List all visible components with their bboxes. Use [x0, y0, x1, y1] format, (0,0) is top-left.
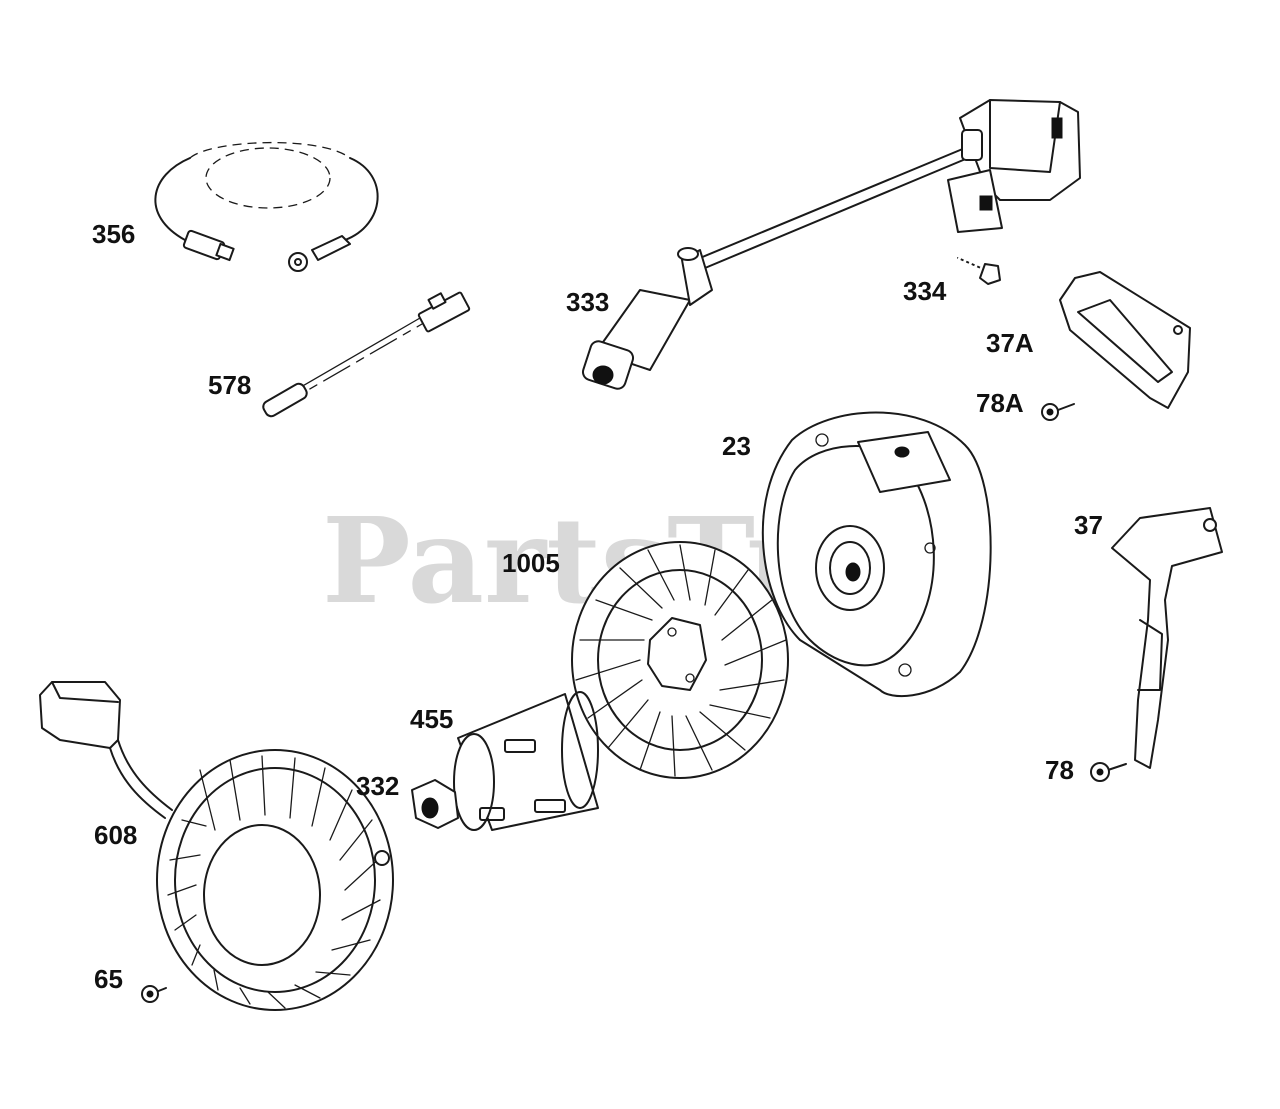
- label-578[interactable]: 578: [208, 370, 251, 400]
- part-455-drawing[interactable]: [453, 691, 599, 831]
- part-78a-drawing[interactable]: [1041, 403, 1075, 421]
- part-333-drawing[interactable]: [581, 99, 1081, 391]
- label-332[interactable]: 332: [356, 771, 399, 801]
- label-1005[interactable]: 1005: [502, 548, 560, 578]
- label-333[interactable]: 333: [566, 287, 609, 317]
- part-37-drawing[interactable]: [1111, 507, 1223, 769]
- label-65[interactable]: 65: [94, 964, 123, 994]
- part-356-drawing[interactable]: [154, 141, 379, 272]
- label-37a[interactable]: 37A: [986, 328, 1034, 358]
- part-1005-drawing[interactable]: [571, 541, 789, 779]
- part-332-drawing[interactable]: [411, 779, 459, 829]
- part-37a-drawing[interactable]: [1059, 271, 1191, 409]
- part-78-drawing[interactable]: [1090, 762, 1127, 782]
- label-23[interactable]: 23: [722, 431, 751, 461]
- part-23-drawing[interactable]: [761, 411, 992, 698]
- label-455[interactable]: 455: [410, 704, 453, 734]
- label-608[interactable]: 608: [94, 820, 137, 850]
- label-78a[interactable]: 78A: [976, 388, 1024, 418]
- label-78[interactable]: 78: [1045, 755, 1074, 785]
- part-65-drawing[interactable]: [141, 985, 167, 1003]
- part-578-drawing[interactable]: [261, 291, 471, 419]
- label-334[interactable]: 334: [903, 276, 947, 306]
- label-37[interactable]: 37: [1074, 510, 1103, 540]
- label-356[interactable]: 356: [92, 219, 135, 249]
- part-334-drawing[interactable]: [957, 256, 1001, 285]
- part-608-drawing[interactable]: [39, 681, 394, 1011]
